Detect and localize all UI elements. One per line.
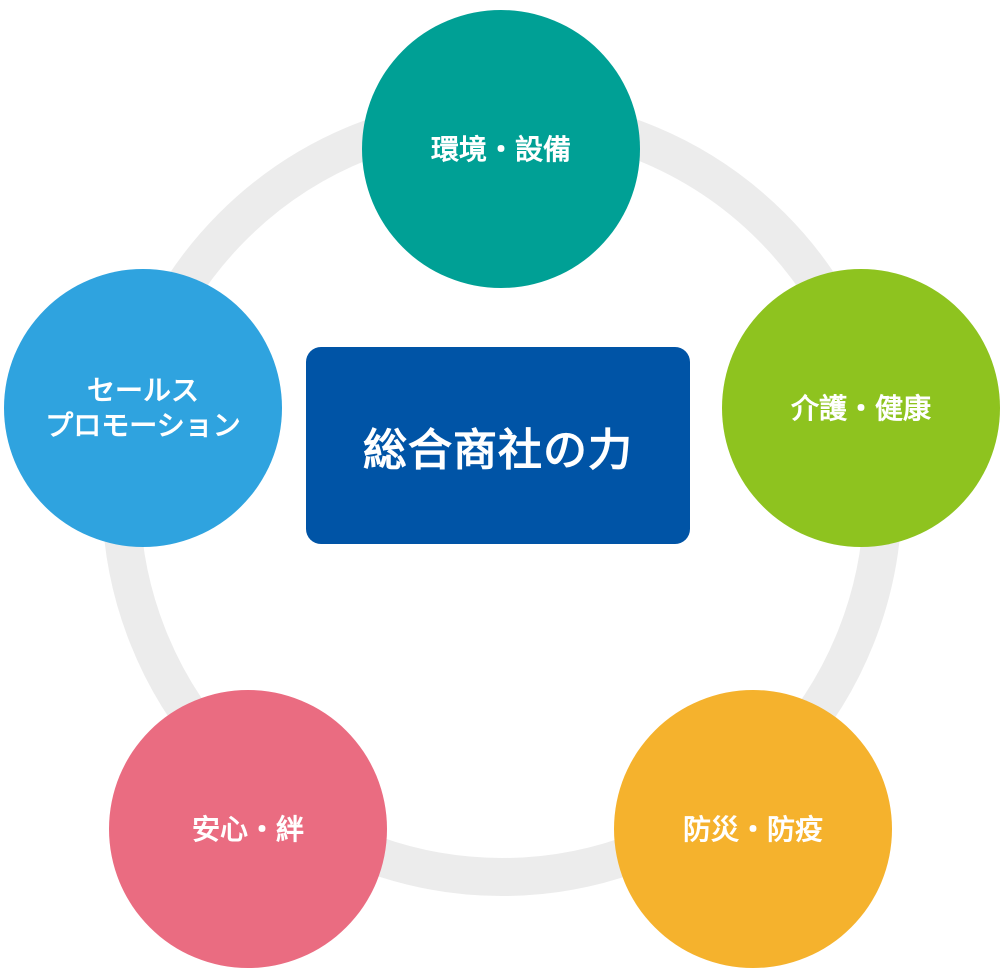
node-label: 介護・健康 bbox=[790, 391, 931, 425]
node-safety-bonds: 安心・絆 bbox=[109, 690, 387, 968]
node-label: 安心・絆 bbox=[191, 812, 304, 846]
node-label: 防災・防疫 bbox=[682, 812, 823, 846]
node-care-health: 介護・健康 bbox=[722, 269, 1000, 547]
node-disaster-prevention: 防災・防疫 bbox=[614, 690, 892, 968]
node-sales-promotion: セールス プロモーション bbox=[4, 269, 282, 547]
center-label: 総合商社の力 bbox=[363, 424, 633, 476]
node-environment-facilities: 環境・設備 bbox=[362, 10, 640, 288]
center-box: 総合商社の力 bbox=[306, 347, 690, 544]
node-label: セールス プロモーション bbox=[45, 374, 241, 442]
node-label: 環境・設備 bbox=[430, 132, 571, 166]
